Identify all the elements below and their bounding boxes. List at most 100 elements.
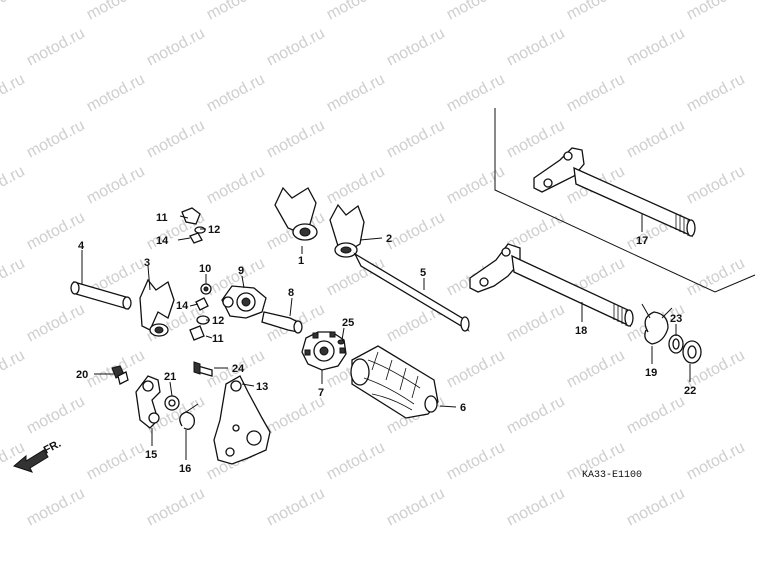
- callout-11-upper: 11: [156, 212, 168, 224]
- watermark-text: motod.ru: [24, 301, 88, 346]
- callout-4: 4: [78, 240, 85, 252]
- watermark-text: motod.ru: [144, 485, 208, 530]
- part-15-arm: [135, 375, 161, 429]
- watermark-text: motod.ru: [624, 25, 688, 70]
- watermark-text: motod.ru: [324, 0, 388, 24]
- watermark-text: motod.ru: [204, 163, 268, 208]
- part-8-pin: [261, 311, 303, 334]
- watermark-text: motod.ru: [564, 71, 628, 116]
- watermark-text: motod.ru: [684, 71, 748, 116]
- watermark-text: motod.ru: [264, 117, 328, 162]
- callout-20: 20: [76, 369, 88, 381]
- watermark-text: motod.ru: [504, 485, 568, 530]
- part-1-shift-fork: [274, 186, 318, 241]
- watermark-text: motod.ru: [384, 485, 448, 530]
- diagram-code: KA33-E1100: [582, 470, 642, 481]
- watermark-text: motod.ru: [684, 255, 748, 300]
- watermark-text: motod.ru: [264, 485, 328, 530]
- callout-12-upper: 12: [208, 224, 220, 236]
- callout-10: 10: [199, 263, 211, 275]
- part-19-spring: [641, 303, 673, 345]
- watermark-text: motod.ru: [684, 163, 748, 208]
- watermark-text: motod.ru: [0, 255, 28, 300]
- part-16-spring: [179, 403, 199, 430]
- watermark-text: motod.ru: [84, 439, 148, 484]
- watermark-text: motod.ru: [264, 25, 328, 70]
- callout-2: 2: [386, 233, 392, 245]
- part-3-shift-fork: [139, 278, 175, 337]
- callout-7: 7: [318, 387, 324, 399]
- front-label: FR.: [42, 438, 63, 457]
- watermark-text: motod.ru: [0, 0, 28, 24]
- watermark-text: motod.ru: [204, 0, 268, 24]
- watermark-text: motod.ru: [504, 25, 568, 70]
- watermark-text: motod.ru: [444, 163, 508, 208]
- callout-22: 22: [684, 385, 696, 397]
- watermark-text: motod.ru: [624, 393, 688, 438]
- part-22-washer: [682, 340, 702, 364]
- watermark-text: motod.ru: [324, 71, 388, 116]
- group-outline: [494, 108, 756, 293]
- callout-14-lower: 14: [176, 300, 189, 312]
- callout-13: 13: [256, 381, 268, 393]
- watermark-text: motod.ru: [684, 439, 748, 484]
- part-9-stopper: [221, 285, 267, 319]
- watermark-text: motod.ru: [84, 163, 148, 208]
- callout-8: 8: [288, 287, 294, 299]
- callout-25: 25: [342, 317, 354, 329]
- callout-1: 1: [298, 255, 304, 267]
- part-6-shift-drum: [350, 345, 439, 419]
- callout-11-lower: 11: [212, 333, 224, 345]
- watermark-text: motod.ru: [24, 393, 88, 438]
- callout-5: 5: [420, 267, 426, 279]
- callout-17: 17: [636, 235, 648, 247]
- part-7-drum-center: [301, 331, 347, 371]
- watermark-text: motod.ru: [504, 117, 568, 162]
- part-17-spindle: [533, 147, 696, 238]
- watermark-text: motod.ru: [24, 117, 88, 162]
- watermark-text: motod.ru: [564, 347, 628, 392]
- callout-19: 19: [645, 367, 657, 379]
- part-18-spindle: [469, 243, 634, 328]
- watermark-text: motod.ru: [24, 485, 88, 530]
- watermark-text: motod.ru: [504, 393, 568, 438]
- part-20-bolt: [111, 365, 129, 385]
- watermark-text: motod.ru: [624, 117, 688, 162]
- watermark-text: motod.ru: [384, 117, 448, 162]
- watermark-text: motod.ru: [264, 393, 328, 438]
- callout-3: 3: [144, 257, 150, 269]
- watermark-text: motod.ru: [384, 209, 448, 254]
- watermark-text: motod.ru: [444, 0, 508, 24]
- part-13-plate: [213, 375, 271, 465]
- watermark-text: motod.ru: [84, 0, 148, 24]
- watermark-text: motod.ru: [324, 255, 388, 300]
- watermark-text: motod.ru: [444, 347, 508, 392]
- callout-15: 15: [145, 449, 157, 461]
- watermark-text: motod.ru: [24, 25, 88, 70]
- callout-labels: 1 2 3 4 5 6 7 8 9 10 11 11 12 12 13 14 1…: [76, 212, 696, 475]
- watermark-text: motod.ru: [684, 0, 748, 24]
- callout-12-lower: 12: [212, 315, 224, 327]
- callout-18: 18: [575, 325, 587, 337]
- leader-lines: [81, 214, 691, 460]
- watermark-text: motod.ru: [144, 117, 208, 162]
- part-24-bolt: [193, 361, 213, 377]
- watermark-text: motod.ru: [504, 301, 568, 346]
- part-11-12-14-upper: [181, 207, 206, 244]
- part-2-shift-fork: [329, 203, 365, 258]
- watermark-text: motod.ru: [0, 347, 28, 392]
- callout-24: 24: [232, 363, 245, 375]
- watermark-text: motod.ru: [384, 25, 448, 70]
- watermark-text: motod.ru: [444, 71, 508, 116]
- watermark-text: motod.ru: [0, 71, 28, 116]
- callout-16: 16: [179, 463, 191, 475]
- part-25-pin: [337, 339, 345, 345]
- callout-14-upper: 14: [156, 235, 169, 247]
- watermark-text: motod.ru: [144, 25, 208, 70]
- part-21-collar: [164, 395, 180, 411]
- part-5-shaft: [353, 252, 470, 332]
- callout-9: 9: [238, 265, 244, 277]
- callout-23: 23: [670, 313, 682, 325]
- callout-6: 6: [460, 402, 466, 414]
- watermark-text: motod.ru: [444, 439, 508, 484]
